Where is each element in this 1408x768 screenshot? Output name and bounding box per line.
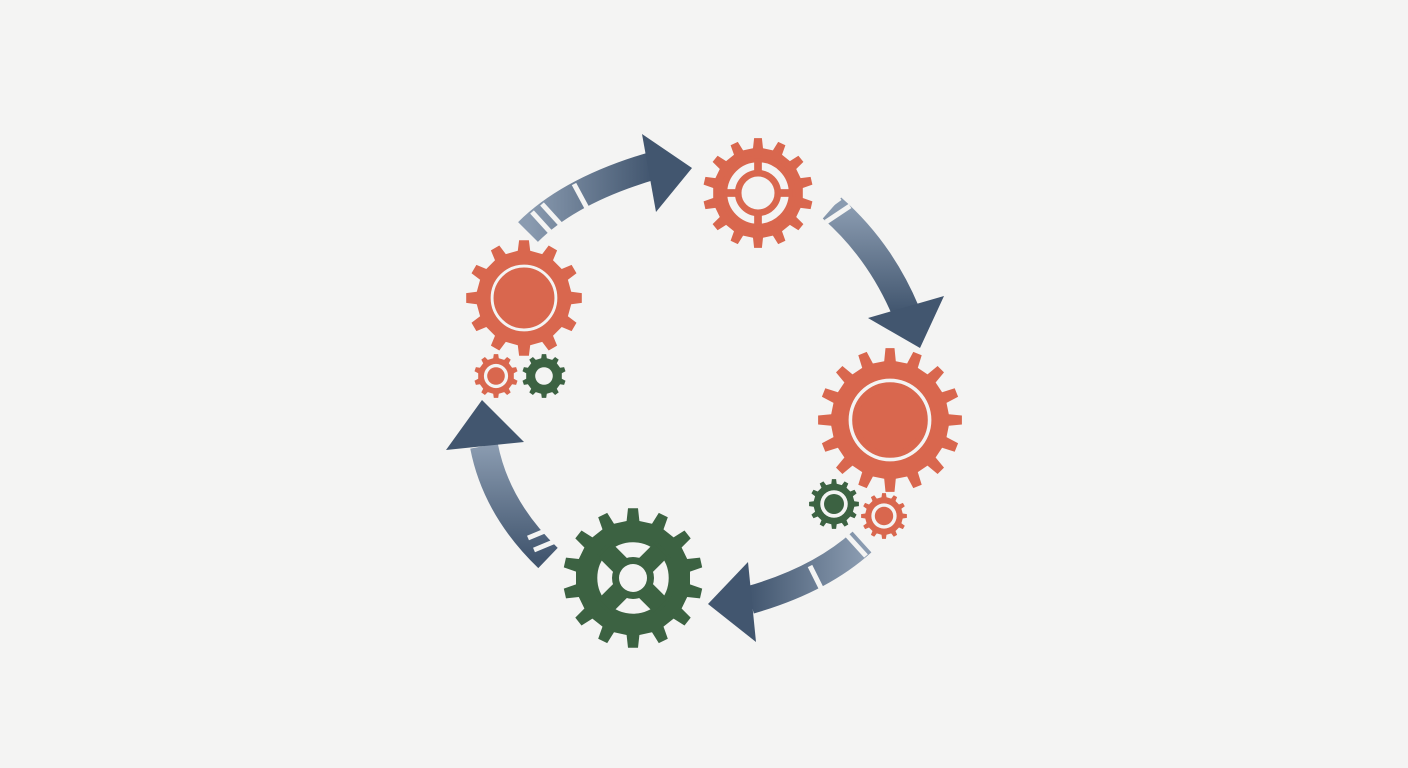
cycle-arrow-left	[446, 400, 559, 569]
gear-icon-right	[818, 348, 962, 492]
small-orange-gear-icon-left	[474, 354, 518, 398]
small-orange-gear-icon-right	[861, 493, 907, 539]
cycle-arrow-top	[518, 134, 692, 243]
gear-icon-top-right	[703, 138, 813, 248]
gear-icon-bottom	[563, 508, 703, 648]
small-green-gear-icon-right	[809, 479, 859, 529]
small-green-gear-icon-left	[522, 354, 566, 398]
cycle-arrow-right	[816, 195, 944, 348]
cycle-arrow-bottom	[708, 524, 878, 642]
gear-icon-left	[466, 240, 582, 356]
gears-layer	[466, 138, 962, 648]
